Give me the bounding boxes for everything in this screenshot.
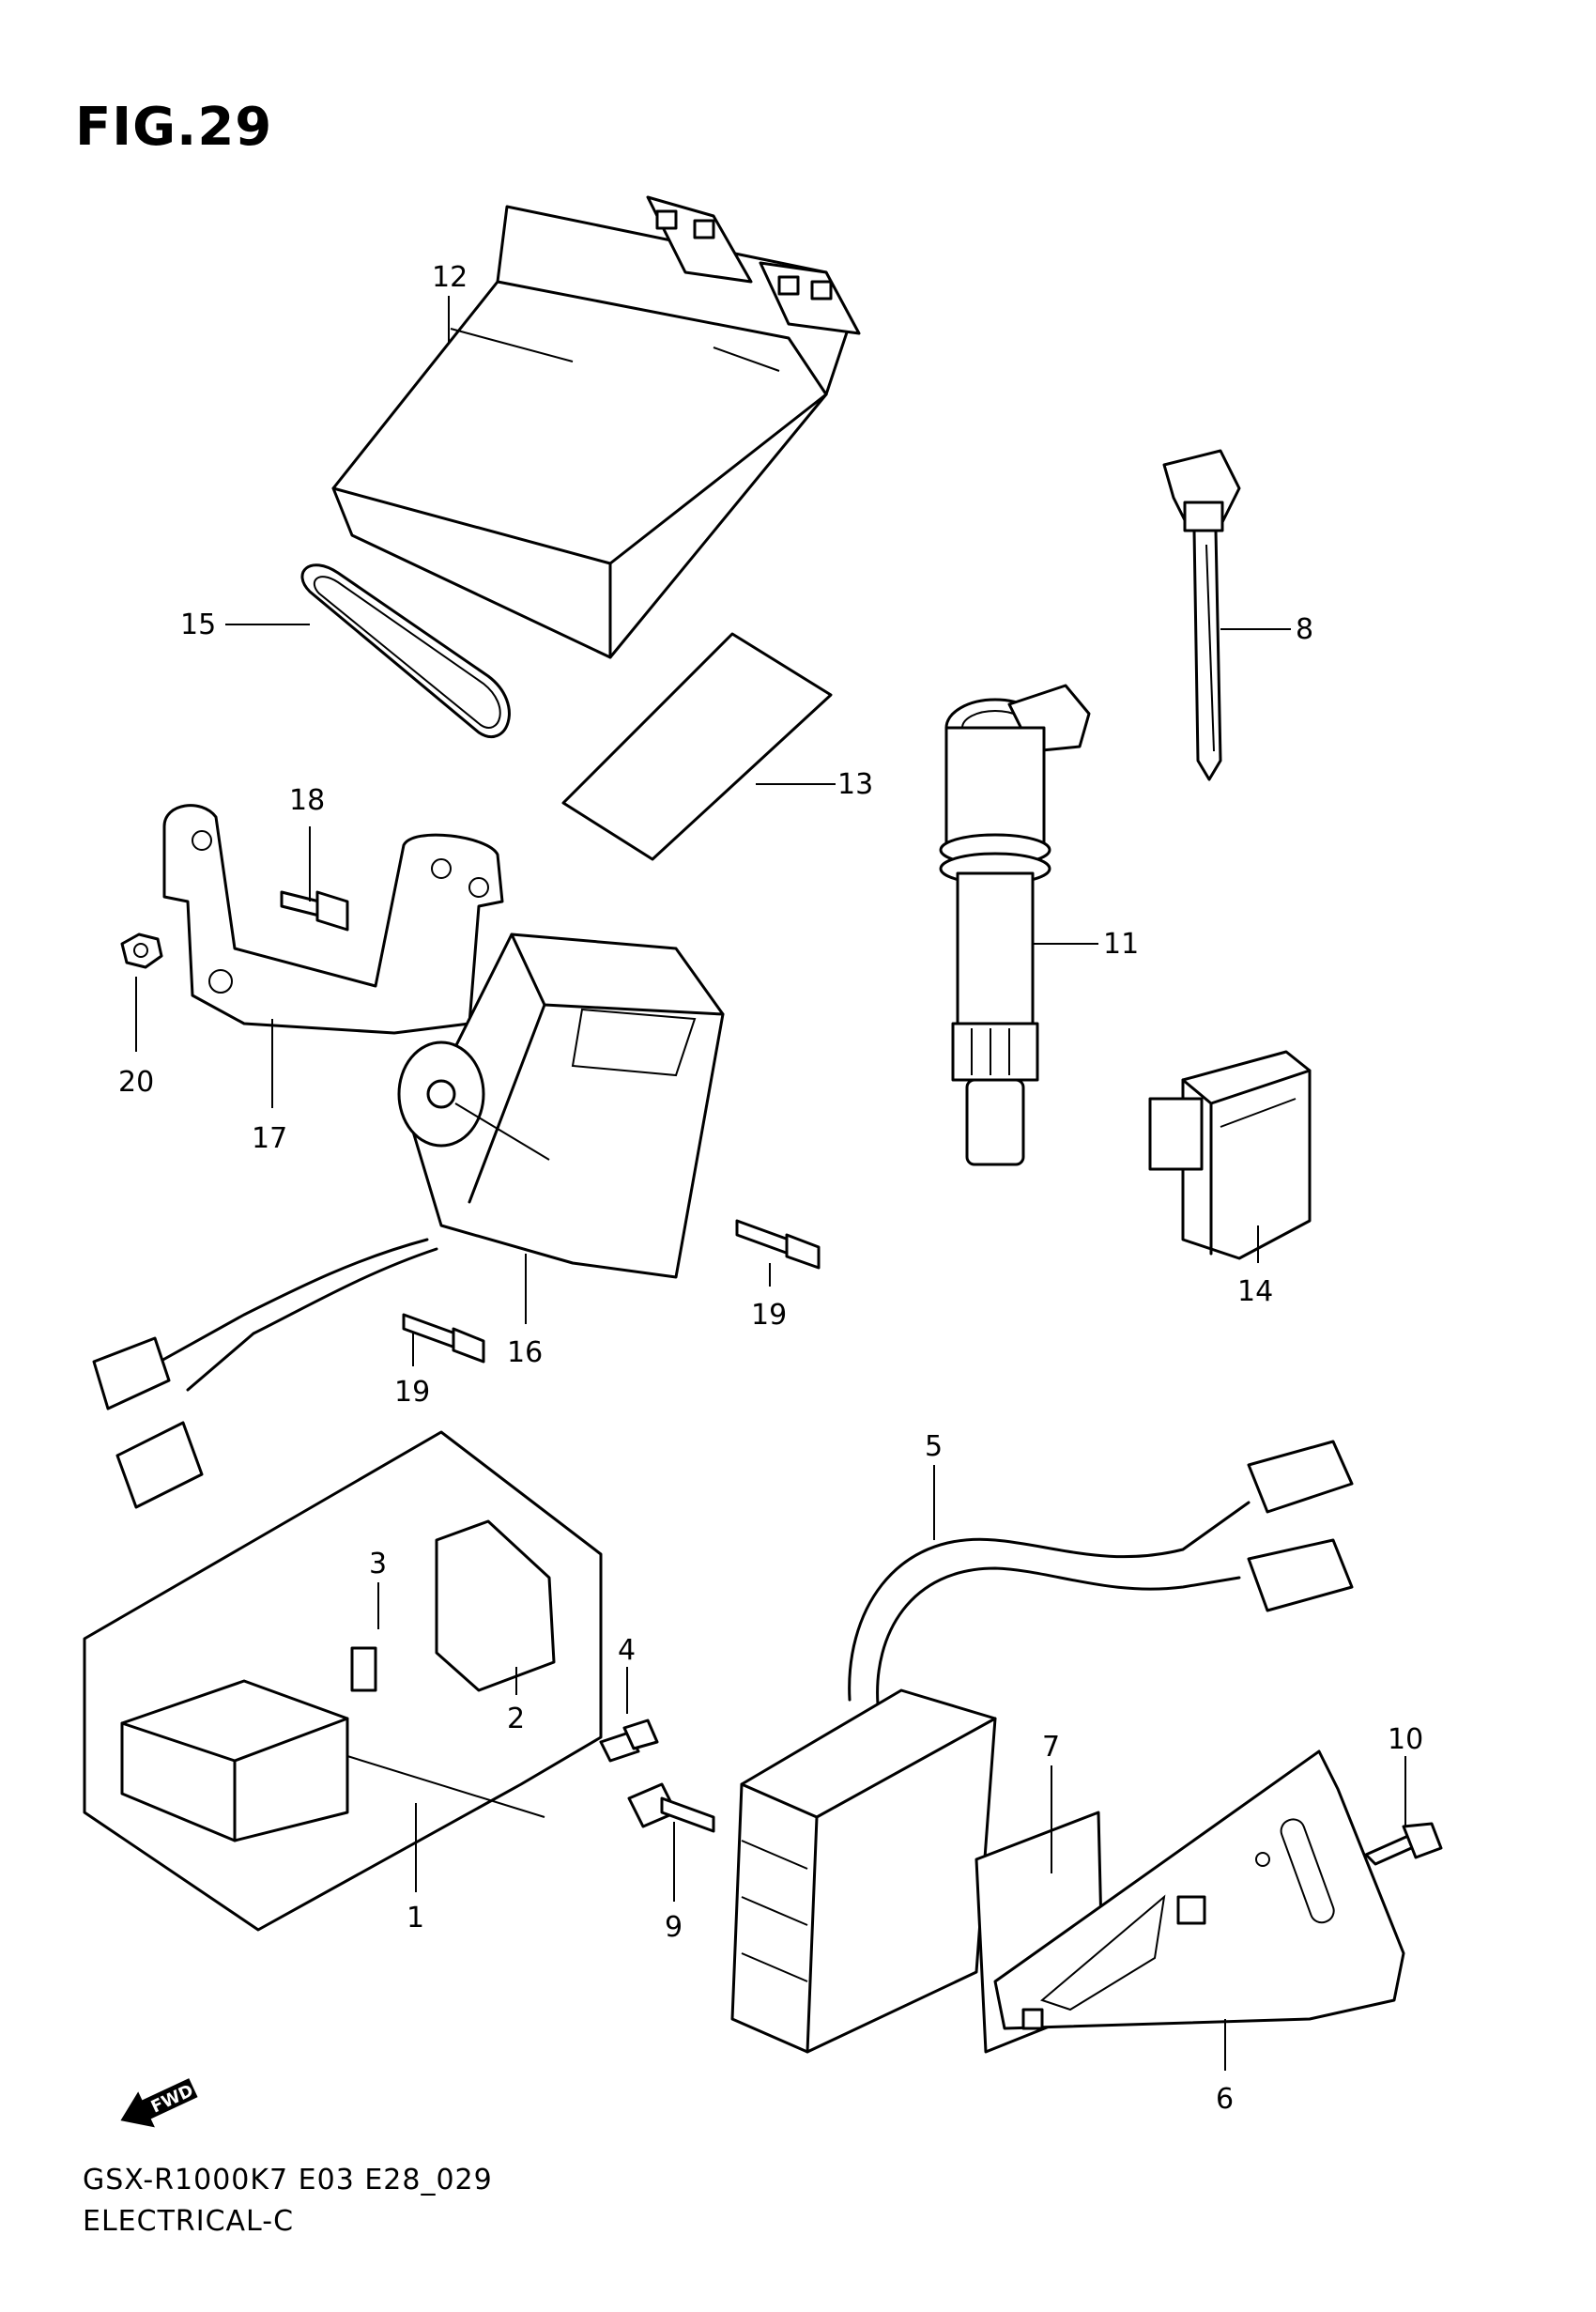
part-label: 13 (837, 768, 873, 801)
part-label: 15 (180, 609, 216, 641)
part-label: 9 (665, 1911, 683, 1944)
part-label: 4 (618, 1634, 636, 1667)
model-code: GSX-R1000K7 E03 E28_029 (83, 2164, 493, 2196)
ignition-coil-drawing (939, 684, 1091, 1166)
part-label: 2 (507, 1703, 525, 1735)
regulator-rectifier-drawing (730, 1440, 1354, 2054)
diagram-footer: GSX-R1000K7 E03 E28_029 ELECTRICAL-C (83, 2160, 493, 2243)
leader-lines (135, 296, 1406, 2071)
part-label: 18 (289, 784, 325, 817)
bolt-19-right-drawing (735, 1219, 821, 1270)
fwd-arrow-icon: FWD (120, 2078, 198, 2128)
bolt-18-drawing (280, 890, 349, 932)
part-label: 5 (925, 1430, 943, 1463)
screw-4-drawing (599, 1719, 659, 1763)
ecu-pad-drawing (561, 632, 833, 861)
figure-title: FIG.29 (75, 97, 273, 158)
part-label: 16 (507, 1336, 543, 1369)
sensor-assembly-drawing (92, 933, 725, 1509)
bolt-19-left-drawing (402, 1313, 485, 1364)
part-label: 14 (1237, 1275, 1273, 1308)
starter-relay-drawing (120, 1519, 556, 1842)
section-name: ELECTRICAL-C (83, 2205, 295, 2238)
relay-drawing (1148, 1050, 1312, 1260)
part-label: 20 (118, 1066, 154, 1099)
part-label: 10 (1388, 1723, 1423, 1756)
part-label: 17 (252, 1122, 287, 1155)
bolt-10-drawing (1364, 1822, 1443, 1866)
cable-tie-drawing (1162, 449, 1241, 781)
bracket-drawing (162, 804, 504, 1035)
part-labels: 12 15 13 8 11 18 20 17 16 19 19 14 5 3 2… (118, 261, 1423, 2116)
part-label: 12 (432, 261, 468, 294)
part-label: 6 (1216, 2083, 1234, 2116)
nut-20-drawing (120, 933, 163, 969)
part-label: 7 (1042, 1731, 1060, 1764)
part-label: 1 (407, 1902, 424, 1934)
ecu-unit-drawing (331, 195, 861, 659)
part-label: 8 (1296, 613, 1313, 646)
rubber-band-drawing (300, 563, 511, 739)
starter-relay-group-box (83, 1430, 603, 1932)
regulator-bracket-drawing (993, 1749, 1405, 2030)
part-label: 19 (394, 1376, 430, 1409)
part-label: 3 (369, 1548, 387, 1580)
part-label: 19 (751, 1299, 787, 1332)
bolt-9-drawing (627, 1782, 715, 1833)
part-label: 11 (1103, 928, 1139, 961)
